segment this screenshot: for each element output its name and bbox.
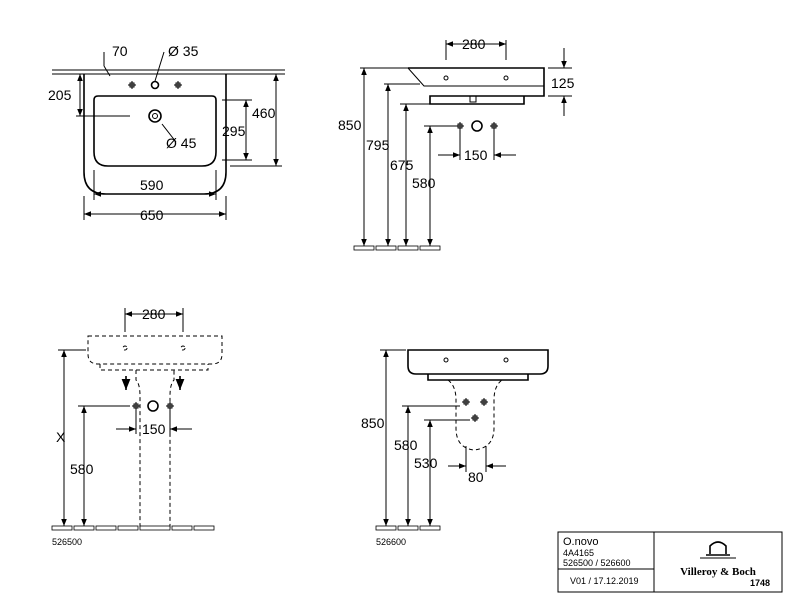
dim-580: 580 xyxy=(70,461,94,477)
brand-name: Villeroy & Boch xyxy=(680,566,756,578)
side-view: 280 125 850 795 675 580 150 xyxy=(338,36,575,251)
dim-150: 150 xyxy=(142,421,166,437)
dim-280: 280 xyxy=(142,306,166,322)
brand-year: 1748 xyxy=(750,578,770,588)
dim-650: 650 xyxy=(140,207,164,223)
dim-850: 850 xyxy=(361,415,385,431)
dim-675: 675 xyxy=(390,157,414,173)
dim-580: 580 xyxy=(412,175,436,191)
version-date: V01 / 17.12.2019 xyxy=(570,576,639,586)
variant-numbers: 526500 / 526600 xyxy=(563,558,631,568)
dim-205: 205 xyxy=(48,87,72,103)
product-name: O.novo xyxy=(563,536,598,548)
top-view: 70 Ø 35 205 460 295 Ø 45 590 650 xyxy=(48,43,285,223)
dim-590: 590 xyxy=(140,177,164,193)
pedestal-view: 280 X 580 150 526500 xyxy=(51,306,223,547)
dim-795: 795 xyxy=(366,137,390,153)
dim-diameter-35: Ø 35 xyxy=(168,43,199,59)
dim-295: 295 xyxy=(222,123,246,139)
dim-850: 850 xyxy=(338,117,362,133)
dim-x: X xyxy=(56,429,66,445)
variant-code: 526600 xyxy=(376,537,406,547)
title-block: O.novo 4A4165 526500 / 526600 V01 / 17.1… xyxy=(557,531,783,593)
dim-460: 460 xyxy=(252,105,276,121)
dim-150: 150 xyxy=(464,147,488,163)
article-number: 4A4165 xyxy=(563,548,594,558)
dim-125: 125 xyxy=(551,75,575,91)
brand-logo: Villeroy & Boch 1748 xyxy=(680,541,770,588)
dim-70: 70 xyxy=(112,43,128,59)
dim-280: 280 xyxy=(462,36,486,52)
variant-code: 526500 xyxy=(52,537,82,547)
semi-pedestal-view: 850 580 530 80 526600 xyxy=(361,349,549,547)
dim-80: 80 xyxy=(468,469,484,485)
dim-580: 580 xyxy=(394,437,418,453)
dim-diameter-45: Ø 45 xyxy=(166,135,197,151)
dim-530: 530 xyxy=(414,455,438,471)
